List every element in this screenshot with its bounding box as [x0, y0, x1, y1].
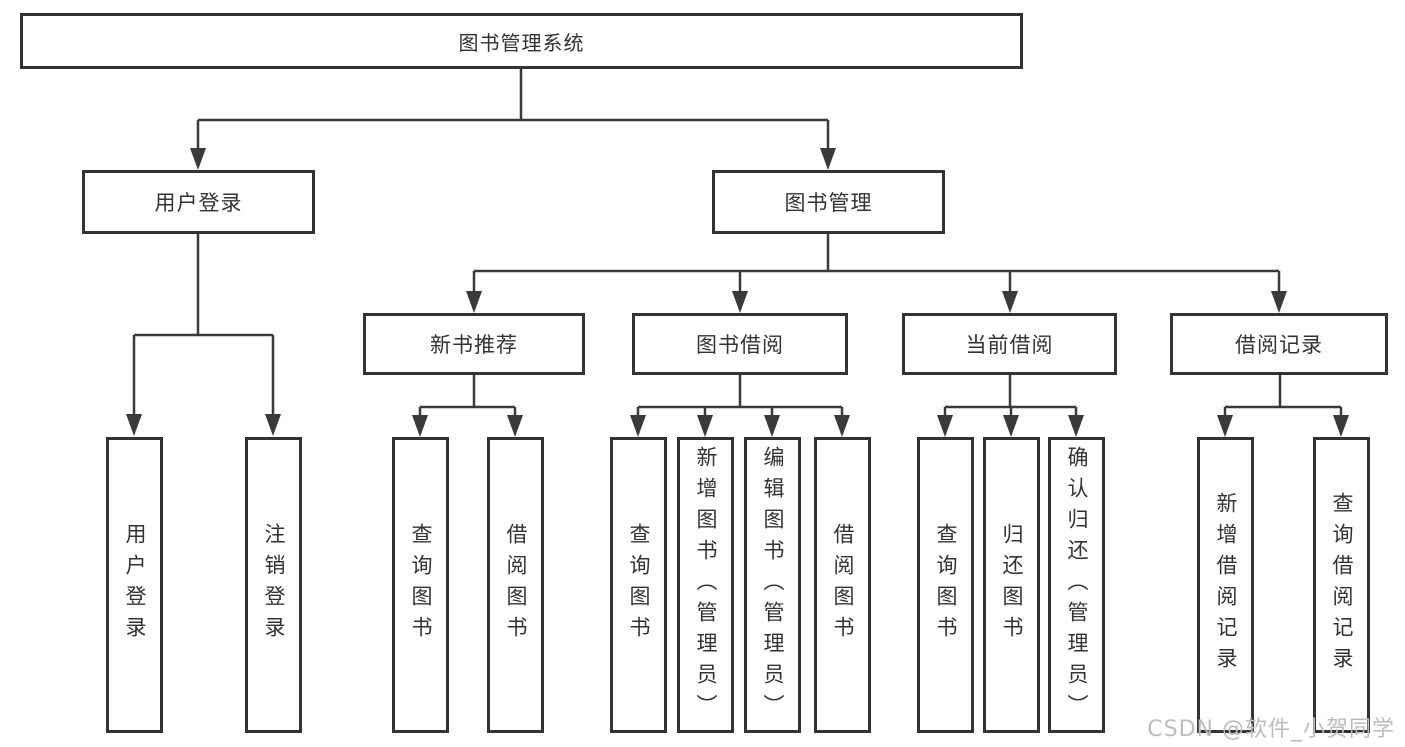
node-library-management-system: 图书管理系统 — [20, 13, 1023, 69]
node-book-borrowing: 图书借阅 — [632, 313, 848, 375]
arrowheads — [126, 148, 1349, 437]
node-label: 确认归还（管理员） — [1065, 445, 1089, 725]
node-new-book-recommendation: 新书推荐 — [363, 313, 585, 375]
node-label: 新增图书（管理员） — [694, 445, 718, 725]
node-label: 新书推荐 — [430, 333, 518, 357]
node-label: 图书管理 — [784, 191, 873, 215]
leaf-add-borrow-record: 新增借阅记录 — [1197, 437, 1254, 733]
node-label: 借阅记录 — [1235, 333, 1323, 357]
node-label: 查询图书 — [409, 523, 433, 647]
node-label: 当前借阅 — [965, 333, 1054, 357]
node-current-borrowing: 当前借阅 — [902, 313, 1117, 375]
leaf-confirm-return-admin: 确认归还（管理员） — [1048, 437, 1105, 733]
node-label: 查询借阅记录 — [1330, 492, 1354, 678]
csdn-watermark: CSDN @软件_小贺同学 — [1147, 717, 1395, 742]
node-label: 借阅图书 — [504, 523, 528, 647]
node-label: 用户登录 — [123, 523, 147, 647]
node-user-login: 用户登录 — [82, 170, 315, 234]
node-label: 查询图书 — [627, 523, 651, 647]
leaf-query-books-recommend: 查询图书 — [392, 437, 449, 733]
leaf-return-books: 归还图书 — [983, 437, 1040, 733]
leaf-borrow-books-recommend: 借阅图书 — [487, 437, 544, 733]
node-label: 借阅图书 — [831, 523, 855, 647]
node-borrowing-records: 借阅记录 — [1170, 313, 1388, 375]
node-book-management: 图书管理 — [712, 170, 945, 234]
leaf-query-books-borrowing: 查询图书 — [610, 437, 667, 733]
node-label: 注销登录 — [262, 523, 286, 647]
leaf-query-borrow-record: 查询借阅记录 — [1313, 437, 1370, 733]
node-label: 查询图书 — [934, 523, 958, 647]
leaf-edit-books-admin: 编辑图书（管理员） — [744, 437, 801, 733]
leaf-user-login: 用户登录 — [106, 437, 163, 733]
leaf-borrow-books-borrowing: 借阅图书 — [814, 437, 871, 733]
node-label: 用户登录 — [154, 191, 243, 215]
node-label: 新增借阅记录 — [1214, 492, 1238, 678]
leaf-query-books-current: 查询图书 — [917, 437, 974, 733]
node-label: 图书管理系统 — [458, 30, 585, 55]
leaf-logout: 注销登录 — [245, 437, 302, 733]
leaf-add-books-admin: 新增图书（管理员） — [677, 437, 734, 733]
node-label: 归还图书 — [1000, 523, 1024, 647]
node-label: 编辑图书（管理员） — [761, 445, 785, 725]
node-label: 图书借阅 — [696, 333, 784, 357]
